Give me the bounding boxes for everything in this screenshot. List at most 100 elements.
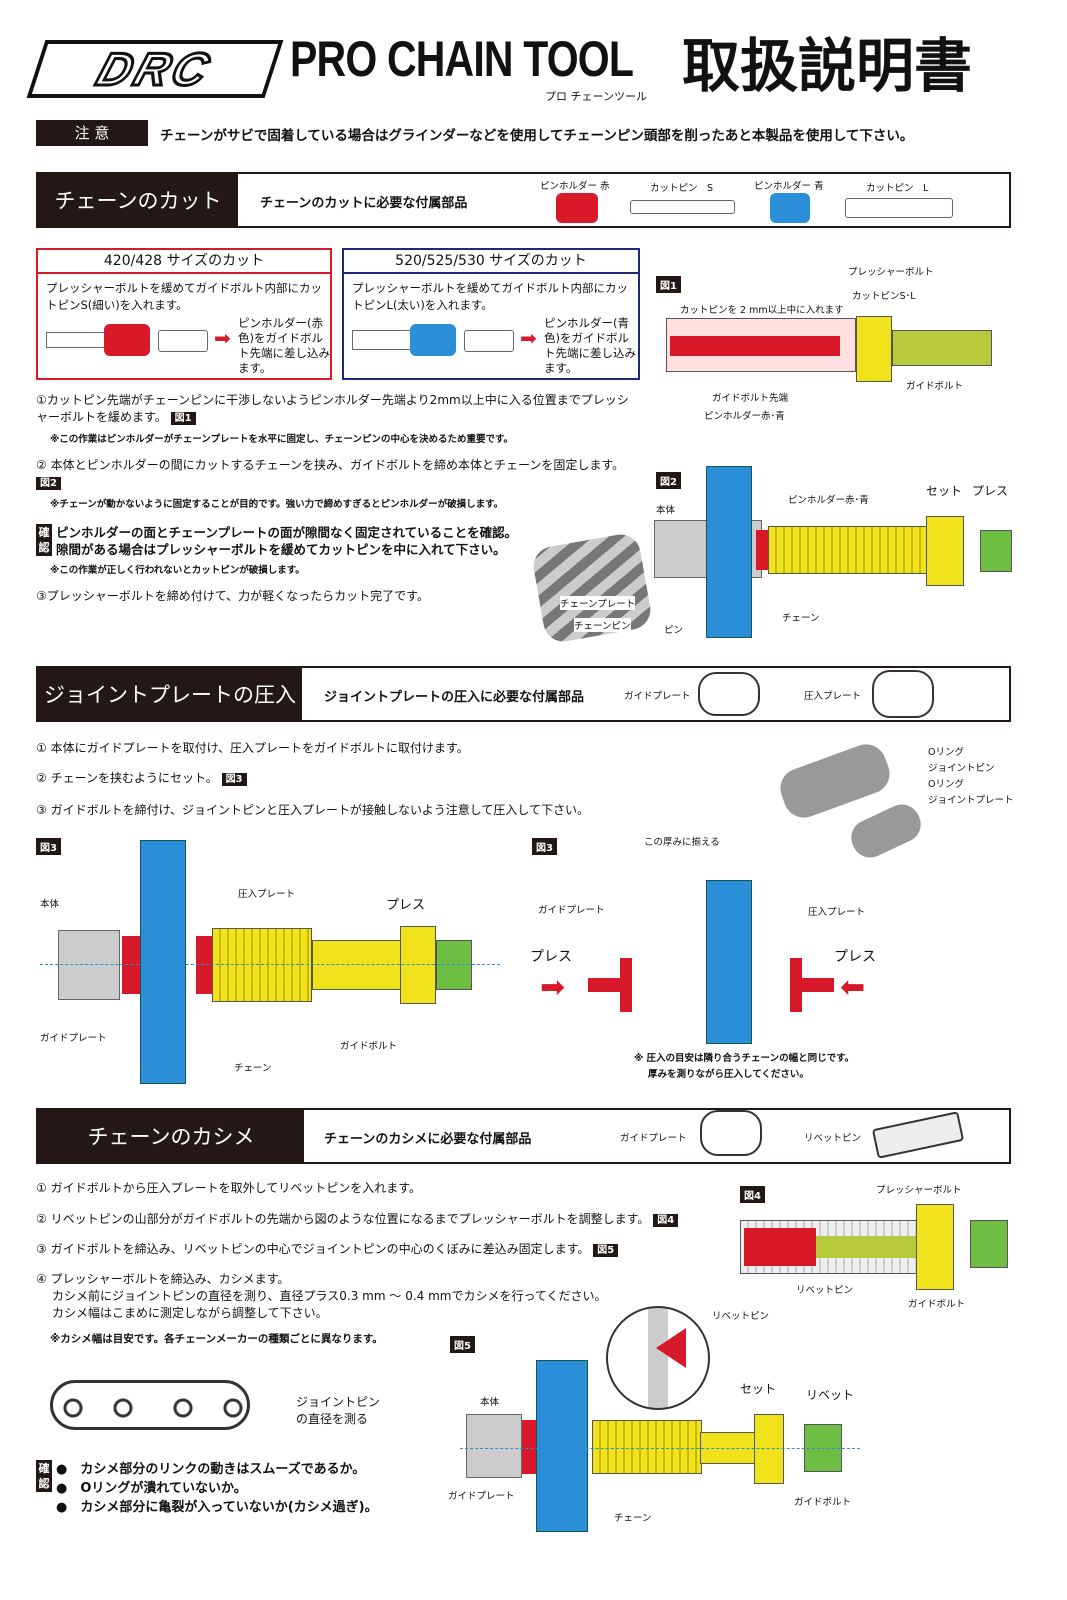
rivet-step-3: ③ ガイドボルトを締込み、リベットピンの中心でジョイントピンの中心のくぼみに差込… <box>36 1241 726 1259</box>
box-text: プレッシャーボルトを緩めてガイドボルト内部にカットピンL(太い)を入れます。 <box>352 281 628 312</box>
photo-label: チェーンプレート <box>560 596 636 610</box>
press-plate-diagram <box>790 958 802 1012</box>
box-520-cut: 520/525/530 サイズのカット プレッシャーボルトを緩めてガイドボルト内… <box>342 248 640 380</box>
nut-diagram <box>926 516 964 586</box>
figure-tag: 図1 <box>170 412 196 425</box>
cut-pin-diagram <box>670 336 840 356</box>
fig-note: ※ 圧入の目安は隣り合うチェーンの幅と同じです。 <box>634 1053 855 1064</box>
fig-label: チェーン <box>782 613 820 624</box>
fig-label: ジョイントプレート <box>928 795 1014 806</box>
press-plate-shaft-diagram <box>800 978 834 992</box>
figure-tag: 図3 <box>36 838 61 855</box>
cut-step-3: ③プレッシャーボルトを締め付けて、力が軽くなったらカット完了です。 <box>36 589 429 603</box>
pressure-bolt-head <box>980 530 1012 572</box>
chain-diagram <box>706 880 752 1044</box>
press-arrow-right-icon: ➡ <box>540 970 566 1005</box>
fig-label: セット <box>740 1382 777 1396</box>
fig-label: チェーン <box>234 1063 272 1074</box>
center-line <box>460 1448 860 1449</box>
nut-diagram <box>400 926 436 1004</box>
fig-label: セット <box>926 484 963 498</box>
fig-label: カットピンS･L <box>852 291 916 302</box>
fig-label: リベットピン <box>796 1285 854 1296</box>
product-subtitle: プロ チェーンツール <box>545 90 647 103</box>
figure-tag: 図4 <box>653 1214 679 1227</box>
drc-logo: DRC <box>26 40 284 98</box>
check-item: ● カシメ部分のリンクの動きはスムーズであるか。 <box>56 1462 366 1477</box>
figure-tag: 図2 <box>656 472 681 489</box>
rivet-check: 確認 ● カシメ部分のリンクの動きはスムーズであるか。 ● Oリングが潰れていな… <box>36 1460 436 1517</box>
arrow-right-icon: ➡ <box>214 326 231 350</box>
cut-pin-icon <box>46 332 106 348</box>
fig-label: 圧入プレート <box>238 889 296 900</box>
joint-step-2: ② チェーンを挟むようにセット。 図3 <box>36 770 736 788</box>
part-label: ガイドプレート <box>624 691 691 702</box>
body-diagram <box>466 1414 522 1478</box>
photo-label: チェーンピン <box>574 618 631 632</box>
chain-link-measure-diagram <box>50 1380 250 1430</box>
guide-bolt-diagram <box>768 526 928 574</box>
part-label: カットピン S <box>650 183 714 194</box>
fig-label: プレス <box>530 949 572 965</box>
check-text: 隙間がある場合はプレッシャーボルトを緩めてカットピンを中に入れて下さい。 <box>56 542 506 557</box>
fig-label: Oリング <box>928 747 964 758</box>
cut-step-2: ② 本体とピンホルダーの間にカットするチェーンを挟み、ガイドボルトを締め本体とチ… <box>36 458 625 490</box>
cut-pin-s-icon <box>630 200 735 214</box>
fig-label: ピンホルダー赤･青 <box>788 495 869 506</box>
part-label: ピンホルダー 赤 <box>540 181 610 192</box>
nut-diagram <box>916 1204 954 1290</box>
rivet-tip-diagram <box>656 1328 686 1368</box>
section-title: チェーンのカシメ <box>38 1110 304 1162</box>
guide-bolt-diagram <box>592 1420 702 1474</box>
figure-tag: 図3 <box>532 838 557 855</box>
check-item: ● カシメ部分に亀裂が入っていないか(カシメ過ぎ)。 <box>56 1500 378 1515</box>
pin-holder-blue-icon <box>770 193 810 223</box>
cut-note-1: ※この作業はピンホルダーがチェーンプレートを水平に固定し、チェーンピンの中心を決… <box>50 434 514 445</box>
fig-label: ガイドボルト <box>906 381 964 392</box>
box-note: ピンホルダー(青色)をガイドボルト先端に差し込みます。 <box>544 316 636 375</box>
box-420-cut: 420/428 サイズのカット プレッシャーボルトを緩めてガイドボルト内部にカッ… <box>36 248 332 380</box>
box-title: 520/525/530 サイズのカット <box>344 250 638 274</box>
fig-label: ジョイントピン <box>928 763 995 774</box>
guide-plate-icon <box>698 672 760 716</box>
caution-label: 注 意 <box>36 120 148 146</box>
check-label: 確認 <box>36 1460 52 1492</box>
section-chain-rivet: チェーンのカシメ チェーンのカシメに必要な付属部品 <box>36 1108 1011 1164</box>
joint-step-1: ① 本体にガイドプレートを取付け、圧入プレートをガイドボルトに取付けます。 <box>36 741 469 755</box>
fig-label: 本体 <box>480 1397 500 1408</box>
guide-plate-diagram <box>620 958 632 1012</box>
pressure-nut-diagram <box>856 316 892 382</box>
part-label: ガイドプレート <box>620 1133 687 1144</box>
section-joint-press: ジョイントプレートの圧入 ジョイントプレートの圧入に必要な付属部品 <box>36 666 1011 722</box>
fig-label: ガイドボルト <box>908 1299 966 1310</box>
fig-note: 厚みを測りながら圧入してください。 <box>648 1069 809 1080</box>
cut-pin-l-icon <box>845 198 953 218</box>
rivet-steps: ① ガイドボルトから圧入プレートを取外してリベットピンを入れます。 ② リベット… <box>36 1180 726 1346</box>
figure-tag: 図5 <box>593 1244 619 1257</box>
check-label: 確認 <box>36 524 52 556</box>
guide-plate-icon <box>700 1110 762 1156</box>
part-label: ピンホルダー 青 <box>754 181 824 192</box>
box-title: 420/428 サイズのカット <box>38 250 330 274</box>
figure-tag: 図3 <box>221 773 247 786</box>
parts-label: ジョイントプレートの圧入に必要な付属部品 <box>324 690 585 705</box>
fig-label: ガイドプレート <box>538 905 605 916</box>
box-text: プレッシャーボルトを緩めてガイドボルト内部にカットピンS(細い)を入れます。 <box>46 281 322 312</box>
rivet-step-1: ① ガイドボルトから圧入プレートを取外してリベットピンを入れます。 <box>36 1181 422 1195</box>
cut-step-1: ①カットピン先端がチェーンピンに干渉しないようピンホルダー先端より2mm以上中に… <box>36 393 629 425</box>
pin-holder-diagram <box>756 530 768 570</box>
product-title: PRO CHAIN TOOL <box>290 31 634 87</box>
chain-diagram <box>140 840 186 1084</box>
joint-link-diagram <box>774 738 896 824</box>
rivet-step-4-detail: カシメ前にジョイントピンの直径を測り、直径プラス0.3 mm ～ 0.4 mmで… <box>52 1289 607 1303</box>
fig-label: この厚みに揃える <box>644 837 720 848</box>
box-note: ピンホルダー(赤色)をガイドボルト先端に差し込みます。 <box>238 316 330 375</box>
pin-holder-blue-icon <box>410 324 456 356</box>
fig-label: リベットピン <box>712 1308 770 1322</box>
rivet-step-4-detail: カシメ幅はこまめに測定しながら調整して下さい。 <box>52 1306 328 1320</box>
part-label: 圧入プレート <box>804 691 862 702</box>
guide-bolt-tip-icon <box>158 330 208 352</box>
fig-label: カットピンを 2 mm以上中に入れます <box>680 305 844 316</box>
press-plate-diagram <box>196 936 212 994</box>
fig-label: 圧入プレート <box>808 907 866 918</box>
